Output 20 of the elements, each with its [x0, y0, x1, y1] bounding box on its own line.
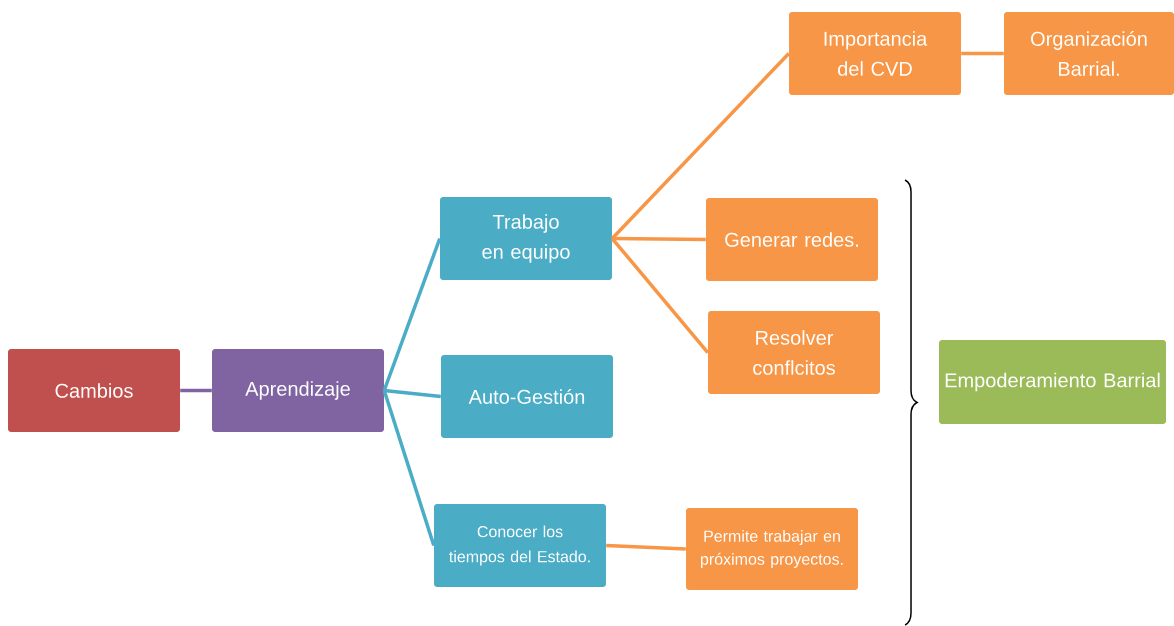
mind-map-box: Organización Barrial.	[1004, 12, 1174, 95]
mind-map-box: Aprendizaje	[212, 349, 384, 432]
mind-map-box: Auto-Gestión	[441, 355, 613, 438]
mind-map-box: Trabajo en equipo	[440, 197, 612, 280]
connector-line	[606, 543, 686, 551]
mind-map-box: Permite trabajar en próximos proyectos.	[686, 508, 858, 590]
mind-map-box: Generar redes.	[706, 198, 878, 281]
mind-map-box: Conocer los tiempos del Estado.	[434, 504, 606, 587]
connector-line	[610, 237, 710, 354]
connector-line	[180, 388, 212, 393]
mind-map-box: Resolver conflcitos	[708, 311, 880, 394]
connector-line	[382, 237, 442, 392]
connector-line	[612, 236, 706, 242]
mind-map-box: Cambios	[8, 349, 180, 432]
mind-map-box: Empoderamiento Barrial	[939, 340, 1166, 424]
connector-line	[382, 389, 436, 547]
connector-line	[961, 51, 1004, 56]
connector-line	[384, 388, 441, 399]
connector-line	[610, 52, 791, 240]
mind-map-box: Importancia del CVD	[789, 12, 961, 95]
